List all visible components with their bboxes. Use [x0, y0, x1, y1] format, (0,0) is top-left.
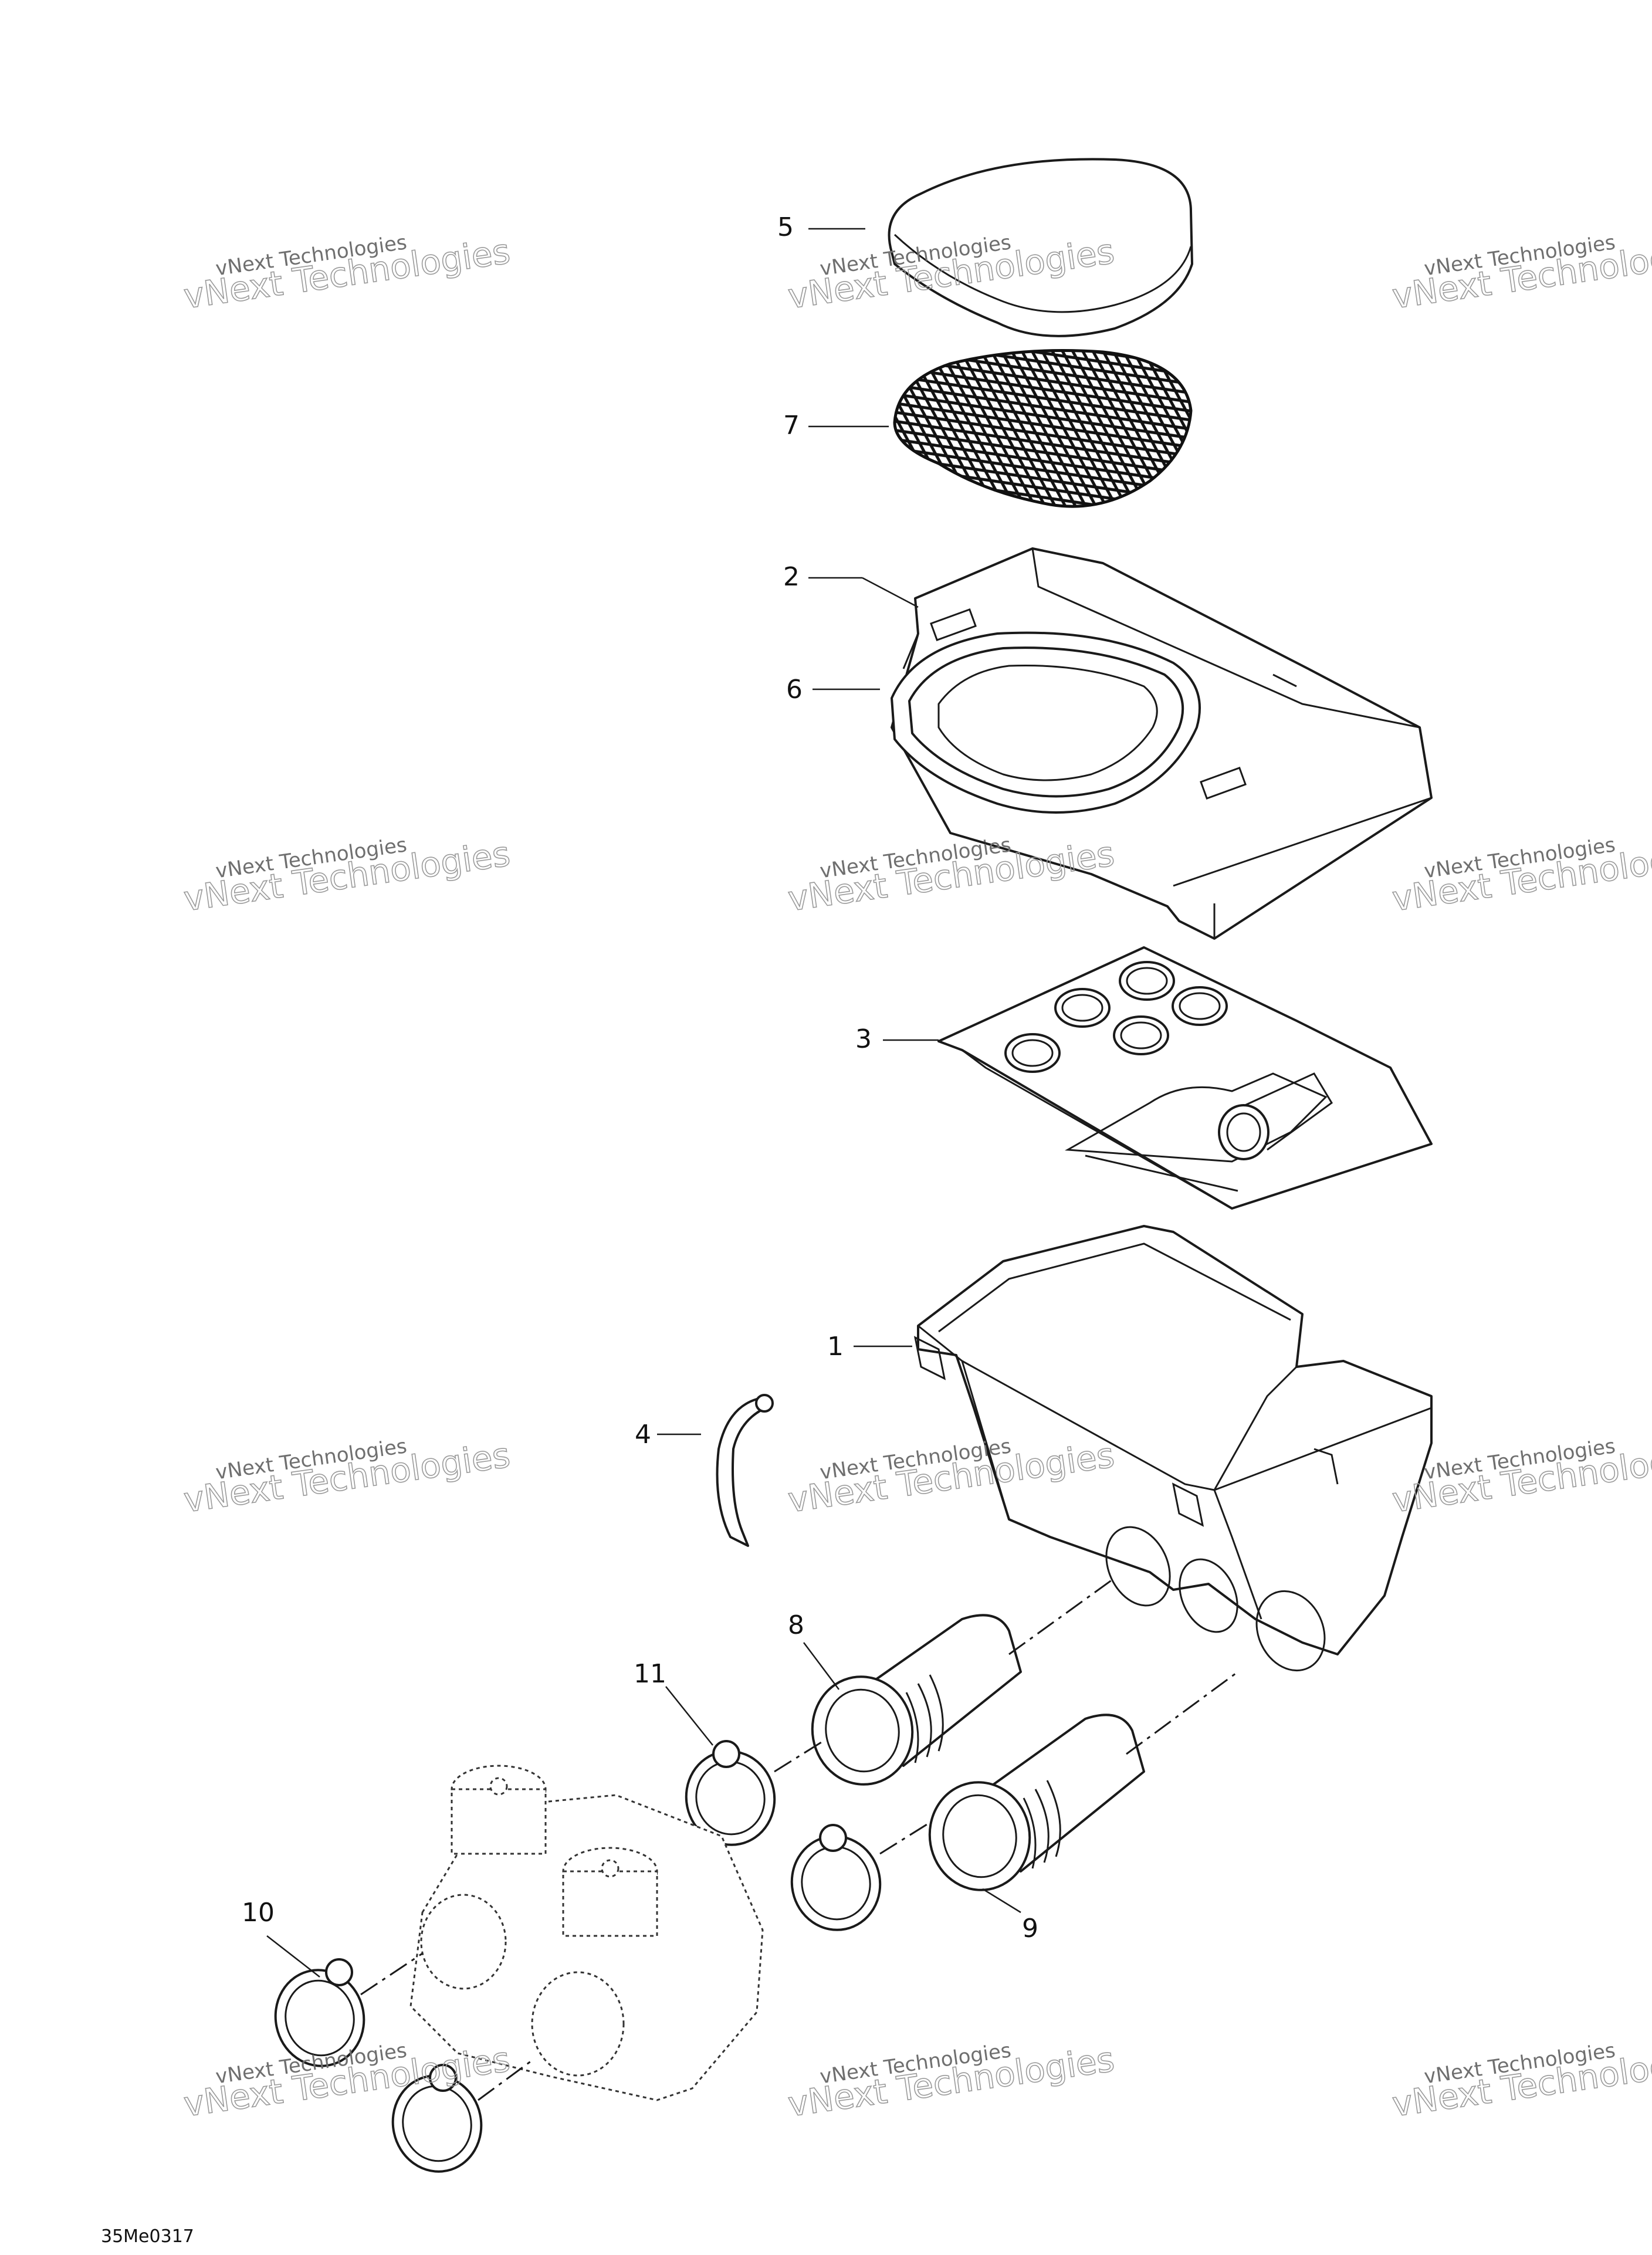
part-10-hose-clamp [274, 1958, 483, 2173]
callout-8: 8 [788, 1610, 804, 1640]
assembly-lines [360, 1577, 1238, 2101]
callout-6: 6 [786, 675, 803, 705]
callout-9: 9 [1022, 1914, 1038, 1944]
part-4-retaining-clip [716, 1394, 774, 1547]
part-5-filter-foam [888, 158, 1193, 337]
callout-5: 5 [777, 212, 794, 242]
part-1-airbox-body [913, 1225, 1433, 1672]
callout-11: 11 [634, 1659, 666, 1689]
part-7-mesh-screen [893, 349, 1193, 508]
carburetor-assembly [409, 1765, 764, 2101]
callout-2: 2 [783, 562, 800, 592]
watermark: vNext Technologies vNext Technologies [1389, 2039, 1652, 2125]
watermark: vNext Technologies vNext Technologies [181, 1434, 513, 1521]
watermark: vNext Technologies vNext Technologies [181, 833, 513, 919]
watermark: vNext Technologies vNext Technologies [1389, 833, 1652, 919]
watermark: vNext Technologies vNext Technologies [1389, 231, 1652, 317]
callout-10: 10 [242, 1898, 275, 1928]
callout-7: 7 [783, 411, 800, 441]
watermark: vNext Technologies vNext Technologies [181, 231, 513, 317]
reference-code: 35Me0317 [101, 2226, 194, 2247]
part-3-baffle-plate [937, 946, 1433, 1210]
watermark: vNext Technologies vNext Technologies [785, 2039, 1117, 2125]
callout-labels: 5 7 2 6 3 1 4 8 11 9 10 35Me0317 [101, 212, 1038, 2247]
watermarks: vNext Technologies vNext Technologies vN… [181, 231, 1652, 2125]
callout-3: 3 [855, 1024, 872, 1054]
leader-lines [266, 228, 1021, 1978]
part-11-hose-clamp [685, 1740, 882, 1931]
callout-1: 1 [827, 1332, 844, 1362]
part-8-rubber-adaptor [811, 1614, 1022, 1786]
part-9-rubber-adaptor [928, 1714, 1145, 1891]
part-6-cover-seal [891, 631, 1201, 814]
callout-4: 4 [635, 1420, 651, 1450]
